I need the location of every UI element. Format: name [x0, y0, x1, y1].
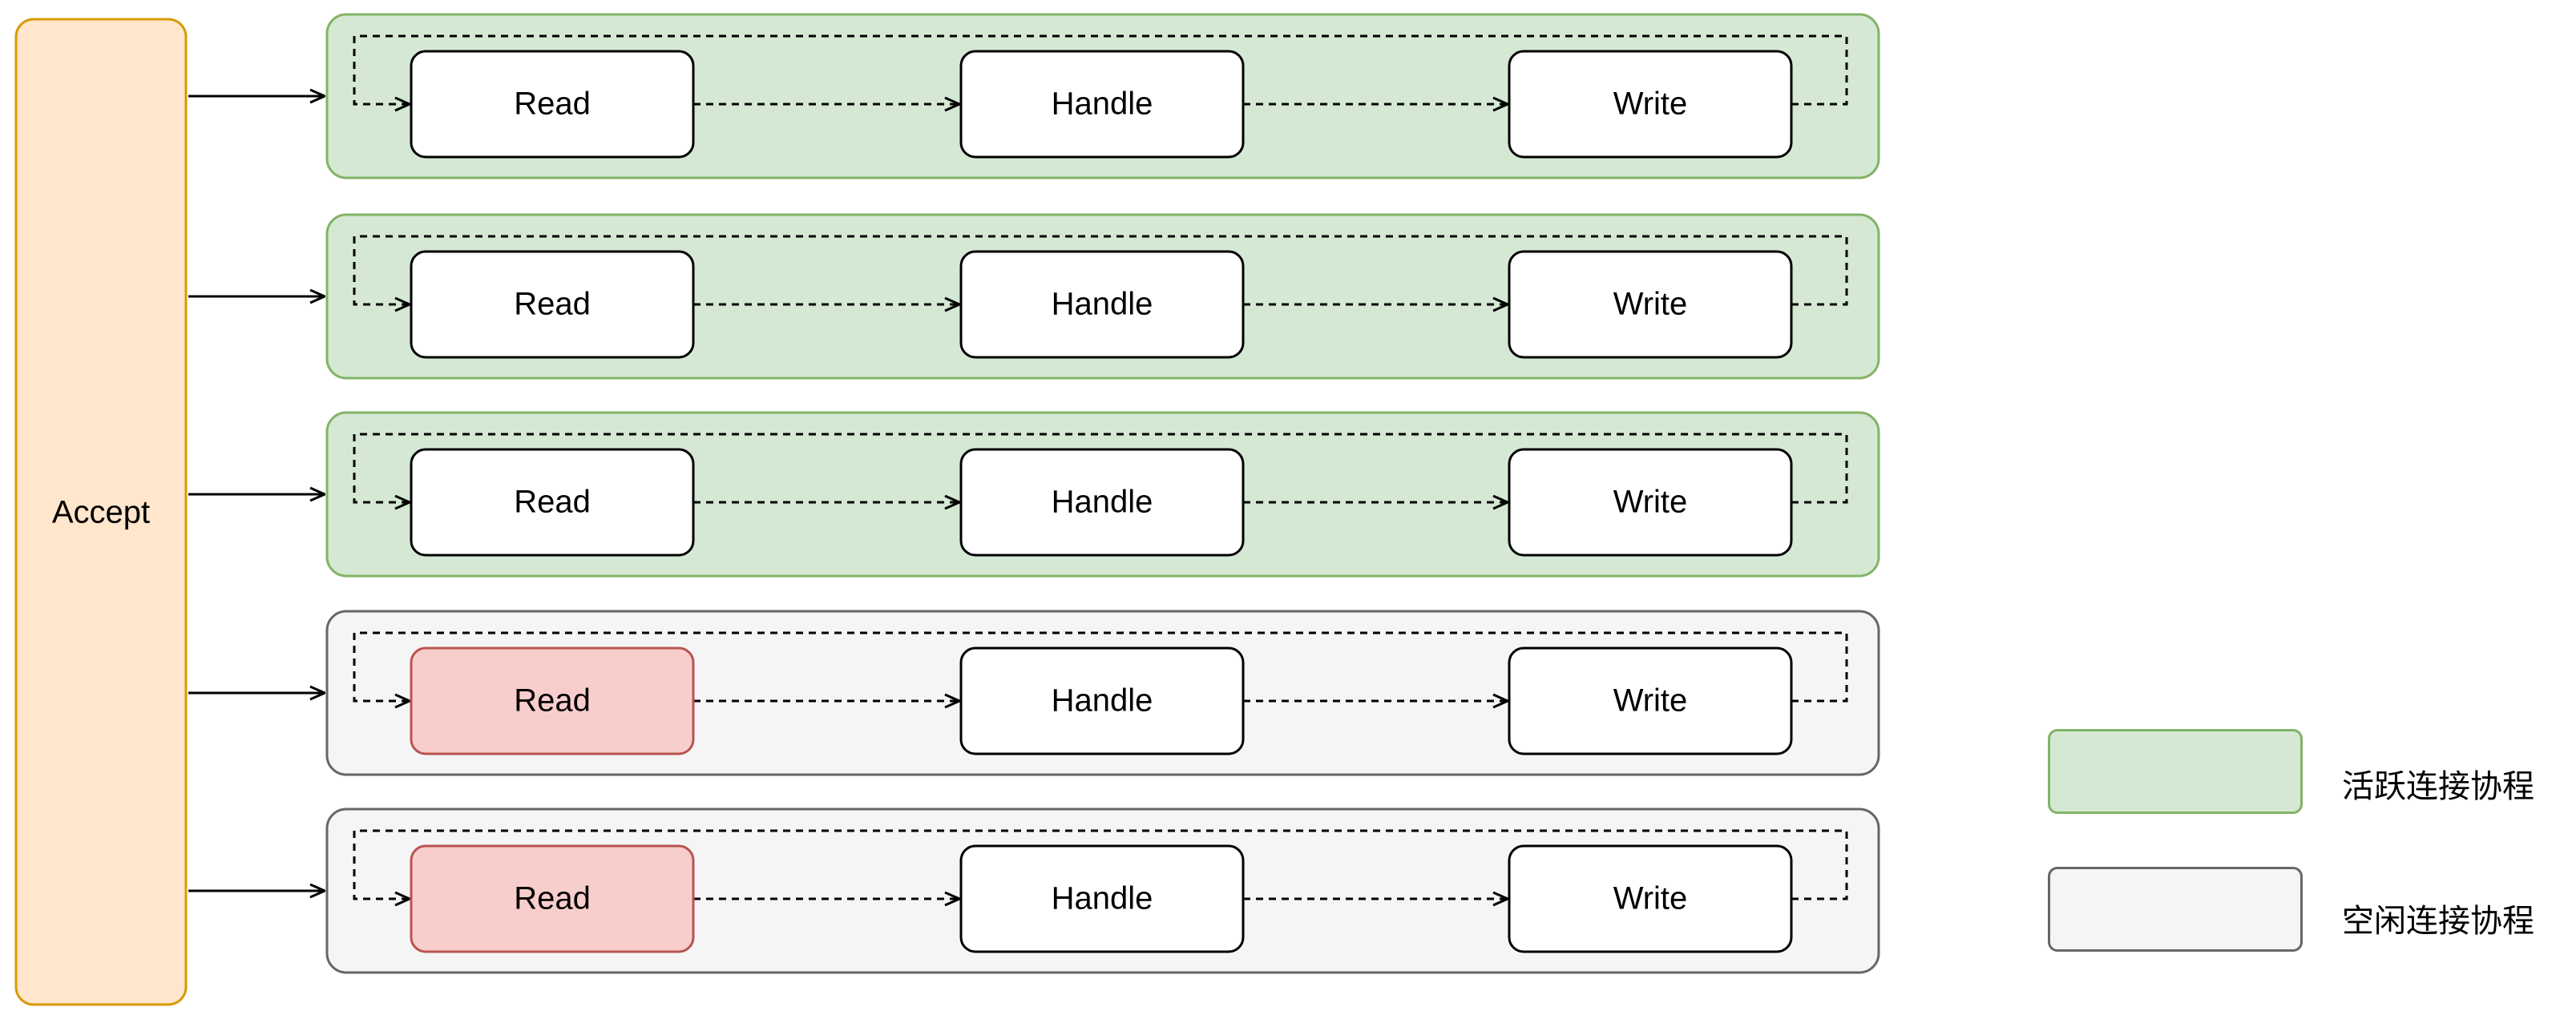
legend-swatch-idle — [2048, 867, 2303, 952]
write-node — [1508, 844, 1793, 953]
loop-back-arrow — [353, 631, 1848, 701]
handle-label: Handle — [1052, 881, 1153, 916]
goroutine-row: Read Handle Write — [188, 213, 1880, 380]
read-node — [410, 50, 695, 159]
loop-back-arrow — [353, 433, 1848, 502]
handle-node — [959, 646, 1245, 755]
handle-label: Handle — [1052, 683, 1153, 719]
handle-label: Handle — [1052, 87, 1153, 122]
read-node — [410, 646, 695, 755]
loop-back-arrow — [353, 34, 1848, 104]
handle-label: Handle — [1052, 287, 1153, 322]
write-label: Write — [1613, 881, 1688, 916]
write-node — [1508, 250, 1793, 359]
handle-label: Handle — [1052, 485, 1153, 520]
read-node — [410, 844, 695, 953]
write-node — [1508, 646, 1793, 755]
goroutine-row: Read Handle Write — [188, 13, 1880, 179]
read-node — [410, 448, 695, 557]
legend-swatch-active — [2048, 729, 2303, 814]
read-label: Read — [514, 287, 591, 322]
handle-node — [959, 250, 1245, 359]
handle-node — [959, 844, 1245, 953]
write-node — [1508, 448, 1793, 557]
legend-label-active: 活跃连接协程 — [2342, 768, 2534, 805]
legend-label-idle: 空闲连接协程 — [2342, 903, 2534, 940]
goroutine-row: Read Handle Write — [188, 610, 1880, 776]
write-label: Write — [1613, 683, 1688, 719]
read-label: Read — [514, 485, 591, 520]
read-label: Read — [514, 881, 591, 916]
write-label: Write — [1613, 287, 1688, 322]
read-label: Read — [514, 683, 591, 719]
accept-label: Accept — [52, 495, 150, 530]
read-node — [410, 250, 695, 359]
write-label: Write — [1613, 87, 1688, 122]
handle-node — [959, 448, 1245, 557]
read-label: Read — [514, 87, 591, 122]
goroutine-row: Read Handle Write — [188, 411, 1880, 578]
loop-back-arrow — [353, 829, 1848, 899]
handle-node — [959, 50, 1245, 159]
write-node — [1508, 50, 1793, 159]
accept-box — [14, 18, 188, 1006]
write-label: Write — [1613, 485, 1688, 520]
goroutine-row: Read Handle Write — [188, 808, 1880, 974]
loop-back-arrow — [353, 235, 1848, 304]
